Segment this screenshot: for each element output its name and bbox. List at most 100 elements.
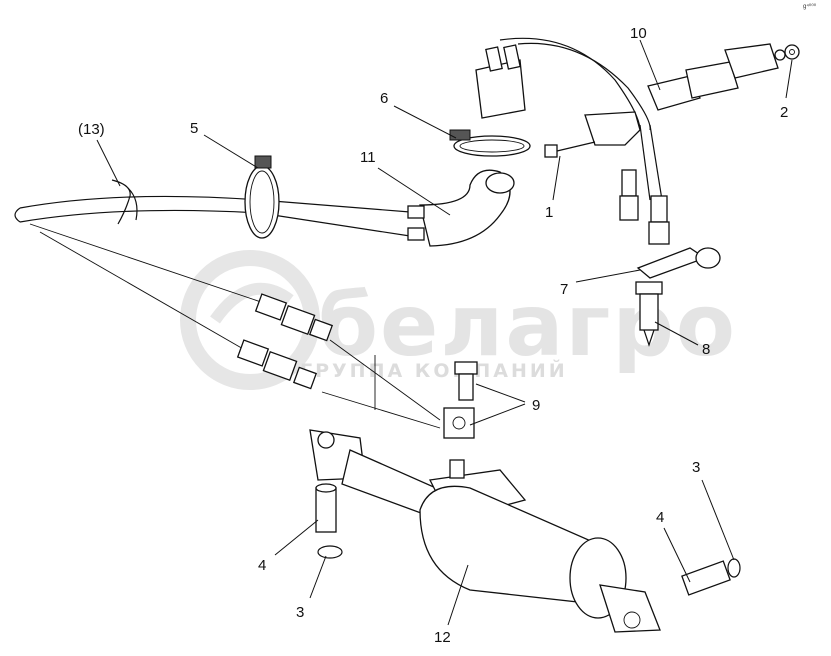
hose-clamp-5 [244,155,280,239]
hose-line-to-tee [329,339,441,421]
hose-cap-a [308,318,334,342]
callout-5: 5 [190,120,198,137]
watermark-tagline: ГРУППА КОМПАНИЙ [300,359,568,382]
upper-hose [475,37,651,131]
elbow-hose-11-fitting-b [407,227,425,241]
leader-2 [785,59,793,99]
bracket-7 [636,247,721,279]
leader-13 [96,139,121,187]
hose-clip-13-inner [127,187,138,221]
callout-11: 11 [360,149,376,166]
watermark-logo-swoosh [210,282,294,324]
leader-10 [639,39,661,91]
valve-8 [635,281,663,347]
bracket-assembly [544,111,641,158]
circlip-3-right [727,558,741,578]
tee-9-bolt-shank [458,373,474,401]
leader-1 [552,155,561,201]
elbow-hose-11 [407,169,515,247]
watermark: белагро ГРУППА КОМПАНИЙ [180,250,737,390]
callout-4-left: 4 [258,557,266,574]
hose-nut-a [280,304,316,336]
callout-12: 12 [434,629,451,646]
leader-12 [447,564,469,626]
callout-8: 8 [702,341,710,358]
leader-4b [663,527,691,583]
cylinder-end-clevis-hole [623,611,641,629]
pin-4-right [681,560,731,596]
bolt-1-head [544,144,558,158]
pin-4-left-body [315,487,337,533]
leader-7 [575,269,641,283]
valve-8-top [635,281,663,295]
cylinder-end-clevis [599,584,661,633]
upper-hose-fitting-a [485,46,503,72]
cylinder-rod-clevis-hole [317,431,335,449]
pin-4-right-body [681,560,731,596]
bracket-7-plate [636,247,707,279]
leader-lines [96,39,793,626]
callout-9: 9 [532,397,540,414]
hose-end-a [254,293,288,321]
hose-line-upper-b [19,209,411,237]
callout-labels: 1 2 3 3 4 4 5 6 7 8 9 10 11 12 (13) [78,25,788,646]
circlip-3-left [317,545,343,559]
leader-8 [654,321,699,346]
upper-hose-fitting-b [503,44,521,70]
valve-8-tip [643,329,655,347]
vertical-fitting-b-nut [648,221,670,245]
leader-9b [469,403,526,426]
leader-4a [274,519,319,556]
upper-hose-sleeve [475,59,526,119]
clamp-half-10-a [647,75,701,111]
washer-2 [774,44,800,61]
pin-4-left [315,483,337,533]
tee-fitting-9 [443,361,478,439]
hose-line-to-tee-b [321,391,441,429]
hose-clamp-6-screw [449,129,471,141]
washer-2-outer [784,44,800,60]
hose-line-upper-a [19,195,411,213]
elbow-hose-11-fitting-a [407,205,425,219]
upper-hose-line-b [517,42,651,131]
hose-line-lower-a [29,223,271,306]
vertical-hoses [619,124,670,245]
hose-fittings-mid [236,293,334,390]
pin-4-left-top [315,483,337,493]
callout-13: (13) [78,121,105,138]
valve-8-body [639,293,659,331]
leader-3a [309,555,327,599]
callout-4-right: 4 [656,509,664,526]
hose-clamp-5-inner [249,170,275,234]
clamp-half-10-c [724,43,779,79]
callout-3-right: 3 [692,459,700,476]
vertical-hose-a [639,124,651,201]
hose-clamp-6-inner [459,139,525,153]
vertical-fitting-b-tube [650,195,668,223]
tee-9-bolt-head [454,361,478,375]
callout-2: 2 [780,104,788,121]
hose-line-end-cap [14,207,21,223]
vertical-fitting-a-nut [619,195,639,221]
washer-2-hole [789,49,795,55]
tee-9-port [452,416,466,430]
hose-cap-b [292,366,318,390]
callout-6: 6 [380,90,388,107]
hose-nut-b [262,350,298,382]
watermark-brand: белагро [318,276,737,376]
leader-6 [393,105,457,139]
leader-9a [475,383,526,403]
elbow-hose-11-body [419,169,511,247]
hose-clamp-6 [449,129,531,157]
vertical-hose-b [649,124,663,201]
callout-10: 10 [630,25,647,42]
callout-1: 1 [545,204,553,221]
hose-clamp-5-screw [254,155,272,169]
clamp-half-10-b [685,61,739,99]
tee-9-body [443,407,475,439]
bracket-7-cap [695,247,721,269]
clamp-halves-10 [647,43,779,111]
nut-2 [774,49,786,61]
leader-11 [377,167,451,216]
